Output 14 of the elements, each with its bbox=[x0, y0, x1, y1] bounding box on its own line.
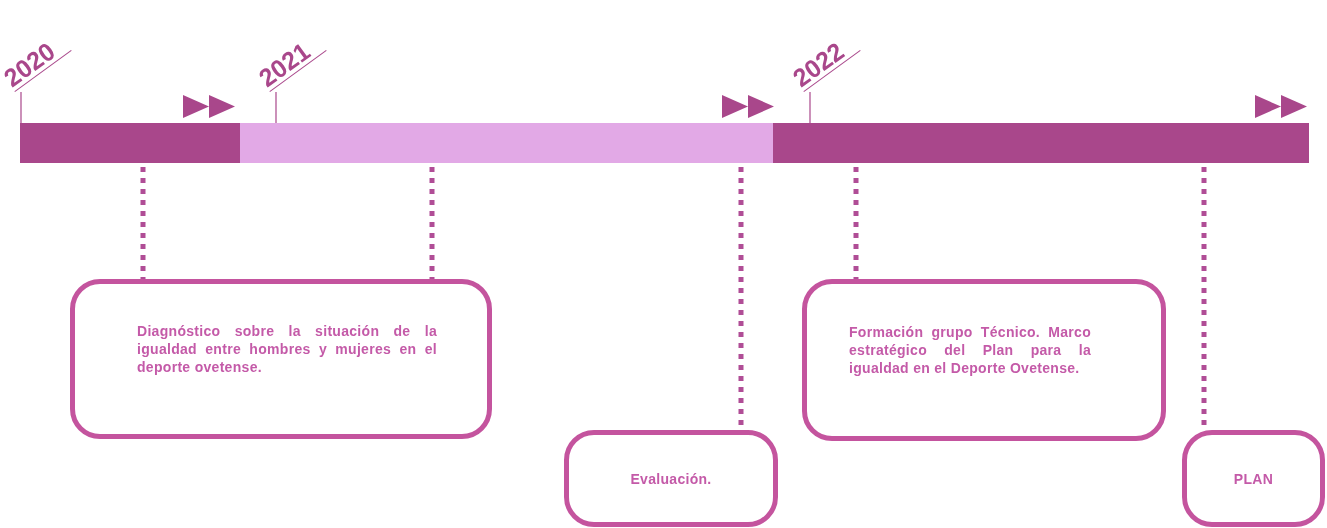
timeline-bar-segment bbox=[20, 123, 240, 163]
text-box bbox=[70, 279, 492, 439]
box-text: Diagnóstico sobre la situación de la igualdad entre hombres y mujeres en el deporte ovetense. bbox=[137, 322, 437, 376]
box-text: PLAN bbox=[1233, 469, 1274, 488]
text-box bbox=[802, 279, 1166, 441]
dotted-connector bbox=[429, 167, 435, 279]
dotted-connector bbox=[140, 167, 146, 279]
box-text: Evaluación. bbox=[630, 469, 712, 488]
dotted-connector bbox=[853, 167, 859, 279]
text-box bbox=[1182, 430, 1325, 527]
text-box bbox=[564, 430, 778, 527]
box-text: Formación grupo Técnico. Marco estratégico del Plan para la igualdad en el Deporte Ovetense. bbox=[849, 323, 1091, 377]
timeline-bar-segment bbox=[240, 123, 773, 163]
timeline-bar-segment bbox=[773, 123, 1309, 163]
